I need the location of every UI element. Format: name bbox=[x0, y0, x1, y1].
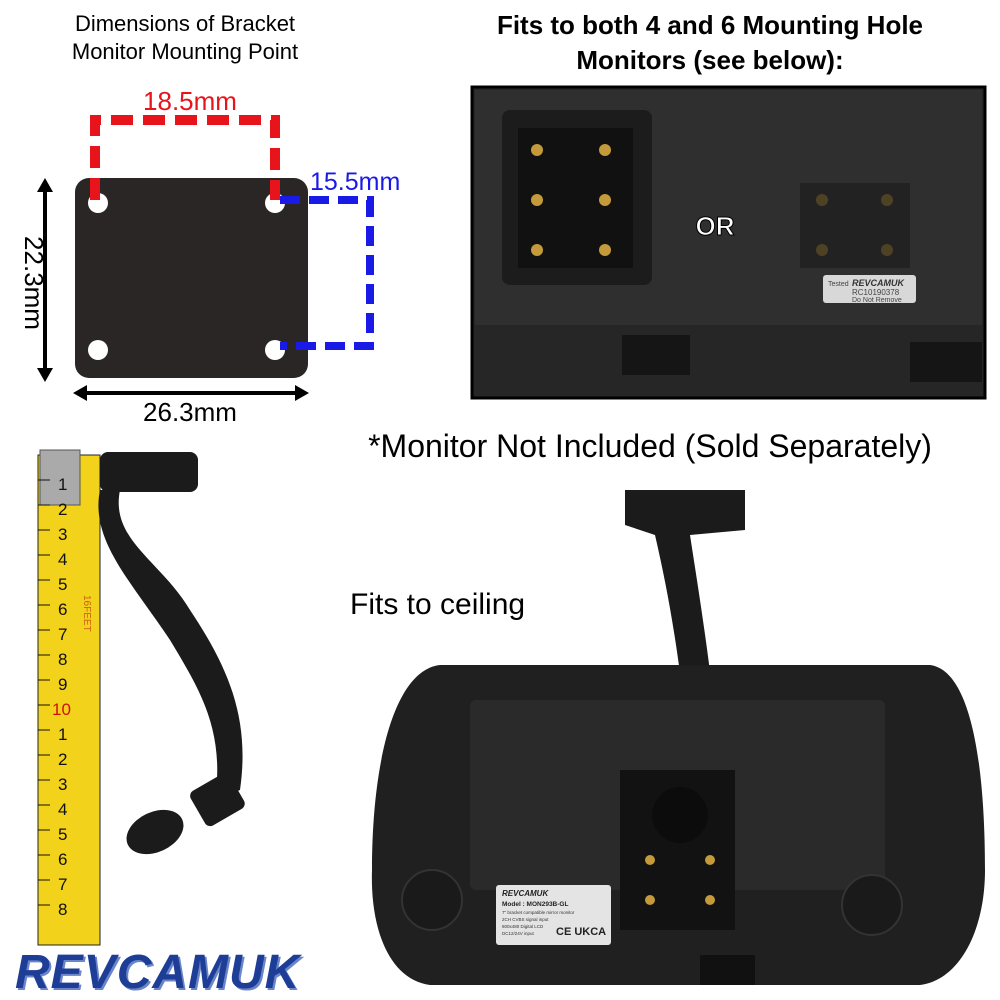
tape-mark: 7 bbox=[58, 875, 67, 894]
label-line: 7" bracket compatible mirror monitor bbox=[502, 910, 575, 915]
tape-mark: 1 bbox=[58, 725, 67, 744]
tape-mark: 10 bbox=[52, 700, 71, 719]
compatibility-title: Fits to both 4 and 6 Mounting Hole Monit… bbox=[440, 8, 980, 78]
tape-mark: 2 bbox=[58, 500, 67, 519]
top-dimension-line bbox=[90, 115, 280, 200]
label-line: DC12/24V input bbox=[502, 931, 535, 936]
sticker-tested: Tested bbox=[828, 281, 849, 288]
tape-mark: 2 bbox=[58, 750, 67, 769]
tape-mark: 9 bbox=[58, 675, 67, 694]
tape-mark: 7 bbox=[58, 625, 67, 644]
width-total-label: 26.3mm bbox=[143, 397, 237, 427]
label-line: 2CH CVBS signal input bbox=[502, 917, 549, 922]
tape-mark: 8 bbox=[58, 900, 67, 919]
compatibility-title-line1: Fits to both 4 and 6 Mounting Hole bbox=[496, 10, 924, 40]
tape-mark: 3 bbox=[58, 775, 67, 794]
dimensions-title-line2: Monitor Mounting Point bbox=[71, 39, 299, 64]
bracket-arm bbox=[98, 452, 245, 855]
monitor-not-included-note: *Monitor Not Included (Sold Separately) bbox=[368, 428, 932, 464]
monitor-back-photo: OR Tested REVCAMUK RC10190378 Do Not Rem… bbox=[470, 85, 987, 400]
or-label: OR bbox=[696, 211, 735, 241]
tape-mark: 6 bbox=[58, 600, 67, 619]
tape-mark: 5 bbox=[58, 825, 67, 844]
monitor-photo: REVCAMUK Model : MON293B-GL 7" bracket c… bbox=[371, 490, 985, 985]
tape-mark: 5 bbox=[58, 575, 67, 594]
tape-feet-label: 16FEET bbox=[81, 595, 92, 632]
tape-mark: 1 bbox=[58, 475, 67, 494]
tested-sticker bbox=[823, 275, 916, 303]
mounting-plate bbox=[75, 178, 308, 378]
dimensions-title-line1: Dimensions of Bracket bbox=[74, 11, 296, 36]
compatibility-title-line2: Monitors (see below): bbox=[576, 45, 844, 75]
tape-measure: 1 2 3 4 5 6 7 8 9 10 1 2 3 4 5 6 7 8 16FEET bbox=[37, 449, 101, 946]
tape-mark: 6 bbox=[58, 850, 67, 869]
revcamuk-logo: REVCAMUK bbox=[15, 946, 301, 999]
tape-mark: 4 bbox=[58, 550, 67, 569]
tape-mark: 8 bbox=[58, 650, 67, 669]
fits-ceiling-label: Fits to ceiling bbox=[350, 588, 526, 621]
label-certification-marks: CE UKCA bbox=[556, 926, 606, 938]
tape-mark: 3 bbox=[58, 525, 67, 544]
dimensions-title: Dimensions of Bracket Monitor Mounting P… bbox=[20, 10, 350, 66]
sticker-code: RC10190378 bbox=[852, 288, 900, 297]
plate-hole bbox=[88, 340, 108, 360]
right-dimension-line bbox=[280, 196, 374, 350]
height-total-label: 22.3mm bbox=[19, 236, 49, 330]
monitor-spec-label bbox=[496, 885, 611, 945]
label-model: Model : MON293B-GL bbox=[502, 901, 568, 908]
height-right-label: 15.5mm bbox=[310, 168, 400, 196]
label-line: 800x480 Digital LCD bbox=[502, 924, 544, 929]
sticker-brand: REVCAMUK bbox=[852, 278, 906, 288]
label-brand: REVCAMUK bbox=[502, 889, 549, 898]
tape-mark: 4 bbox=[58, 800, 67, 819]
sticker-warning: Do Not Remove bbox=[852, 297, 902, 304]
width-top-label: 18.5mm bbox=[143, 86, 237, 116]
